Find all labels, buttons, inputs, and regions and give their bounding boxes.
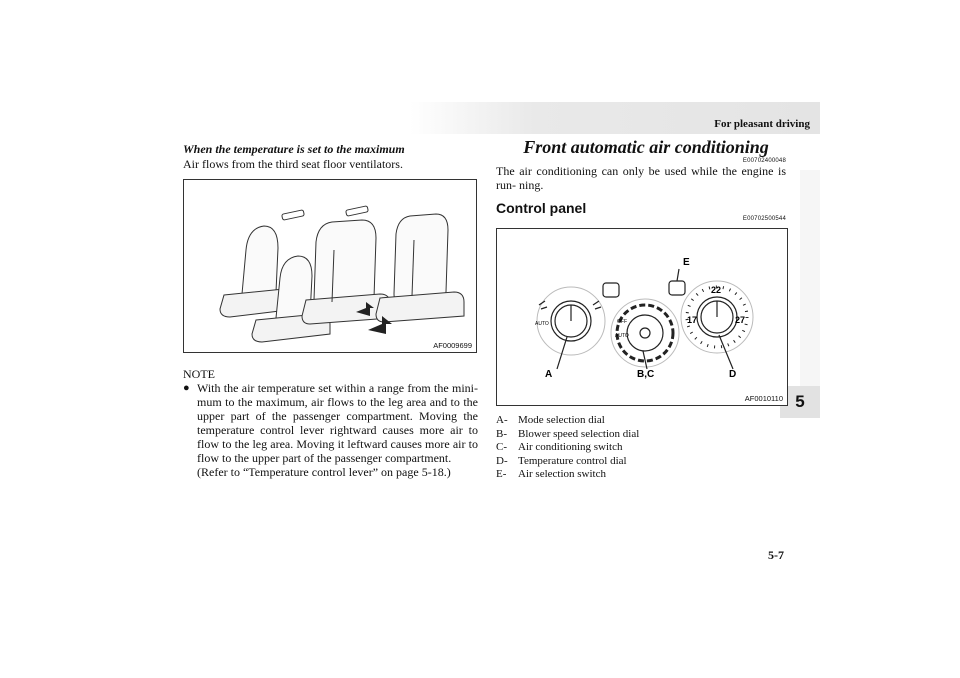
intro-text: Air flows from the third seat floor vent…: [183, 157, 403, 171]
control-panel-heading: Control panel: [496, 200, 587, 216]
panel-figure-code: AF0010110: [744, 394, 783, 403]
temp-17-mark: 17: [687, 315, 697, 325]
title-code: E00702400048: [742, 158, 786, 164]
control-panel-code: E00702500544: [742, 216, 786, 222]
legend-row: D-Temperature control dial: [496, 454, 627, 467]
off-mark: OFF: [617, 319, 627, 325]
seats-illustration: [219, 205, 465, 343]
legend-row: B-Blower speed selection dial: [496, 427, 640, 440]
note-item: ● With the air temperature set within a …: [183, 381, 478, 479]
callout-a: A: [545, 369, 552, 380]
legend-row: E-Air selection switch: [496, 468, 606, 480]
temp-22-mark: 22: [711, 285, 721, 295]
control-panel-figure: AUTO OFF AUTO 22 17 27 A B,C D E AF00101…: [496, 228, 788, 406]
section-title: Front automatic air conditioning: [523, 137, 769, 157]
bullet-icon: ●: [183, 382, 190, 394]
note-paragraph: With the air temperature set within a ra…: [197, 381, 478, 465]
control-panel-illustration: AUTO OFF AUTO 22 17 27 A B,C D E: [535, 257, 754, 380]
figure-code: AF0009699: [433, 341, 472, 350]
control-legend: A-Mode selection dial B-Blower speed sel…: [496, 414, 786, 482]
callout-d: D: [729, 369, 736, 380]
side-strip: [800, 170, 820, 386]
ac-intro: The air conditioning can only be used wh…: [496, 164, 786, 192]
note-label: NOTE: [183, 367, 215, 381]
header-band: [410, 102, 820, 134]
callout-bc: B,C: [637, 369, 654, 380]
page-number: 5-7: [768, 548, 784, 562]
temp-27-mark: 27: [735, 315, 745, 325]
seats-figure: AF0009699: [183, 179, 477, 353]
auto-mark-a: AUTO: [535, 321, 549, 327]
subheading: When the temperature is set to the maxim…: [183, 142, 405, 156]
auto-mark-b: AUTO: [615, 333, 629, 339]
left-column: When the temperature is set to the maxim…: [183, 142, 478, 479]
note-reference: (Refer to “Temperature control lever” on…: [197, 465, 451, 479]
legend-row: C-Air conditioning switch: [496, 441, 623, 453]
right-column: Front automatic air conditioning E007024…: [496, 137, 788, 482]
running-header: For pleasant driving: [714, 118, 810, 130]
callout-e: E: [683, 257, 690, 268]
legend-row: A-Mode selection dial: [496, 414, 605, 426]
